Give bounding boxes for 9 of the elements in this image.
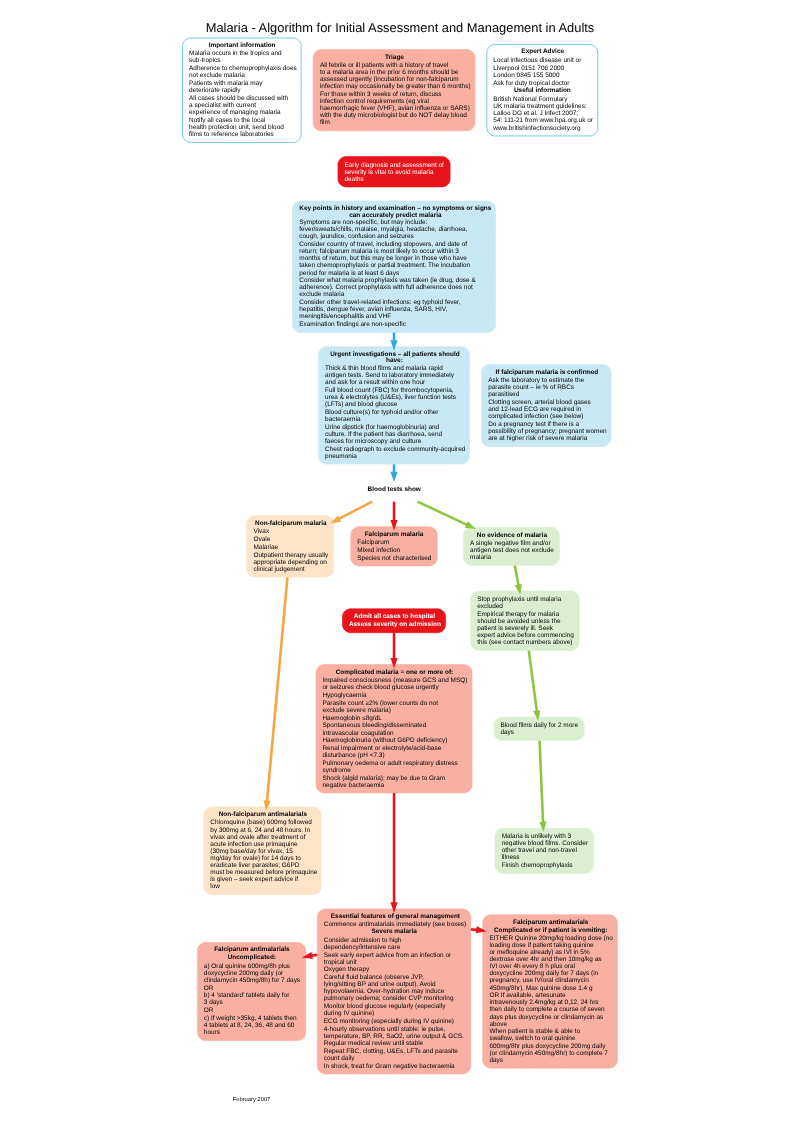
arrow <box>263 577 289 811</box>
arrow <box>330 500 373 524</box>
arrow <box>390 793 398 913</box>
arrow <box>538 740 547 833</box>
arrow <box>390 632 398 669</box>
arrow <box>416 500 476 529</box>
arrow <box>513 565 522 595</box>
arrow <box>527 650 541 721</box>
arrow <box>390 501 398 531</box>
